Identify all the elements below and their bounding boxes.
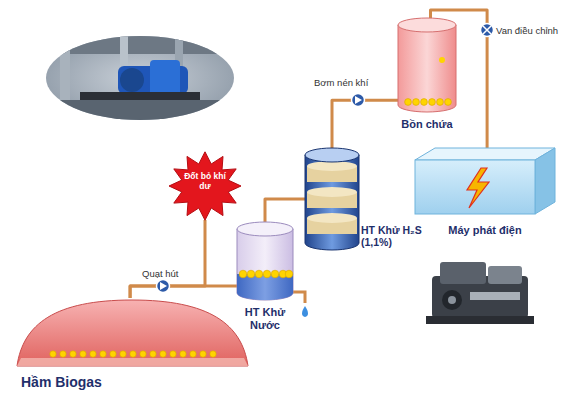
node-label: Máy phát điện: [425, 224, 545, 237]
h2s-column: [305, 148, 359, 250]
generator-photo: [426, 262, 534, 324]
gas-pipe: [130, 220, 205, 298]
pump-label: Bơm nén khí: [314, 77, 368, 88]
water-remover-cylinder: [237, 222, 293, 300]
gas-pipe: [265, 199, 305, 222]
node-label: HT Khử Nước: [233, 306, 297, 331]
valve-label: Van điều chỉnh: [496, 25, 558, 36]
generator-tank: [415, 148, 555, 214]
gas-pipe: [130, 286, 237, 298]
generator-box: Máy phát điện: [415, 148, 555, 214]
node-label: Hầm Biogas: [21, 374, 151, 390]
node-label: Đốt bỏ khí dư: [183, 172, 227, 192]
biogas-digester: Hầm Biogas: [15, 298, 250, 393]
gas-pipe: [332, 100, 398, 148]
water-remover-tank: HT Khử Nước: [237, 222, 293, 300]
storage-cylinder: [398, 18, 456, 112]
fan-symbol: [157, 280, 170, 293]
valve-symbol: [481, 24, 494, 37]
node-label: HT Khử H₂S (1,1%): [361, 224, 425, 248]
fan-label: Quạt hút: [142, 268, 178, 279]
drain-pipe: [290, 292, 308, 317]
flare-burst: Đốt bỏ khí dư: [168, 152, 242, 220]
node-label: Bồn chứa: [394, 118, 460, 131]
pump-symbol: [352, 94, 365, 107]
storage-tank: Bồn chứa: [398, 18, 456, 112]
equipment-photo: [40, 30, 240, 130]
h2s-remover-column: HT Khử H₂S (1,1%): [305, 148, 359, 250]
